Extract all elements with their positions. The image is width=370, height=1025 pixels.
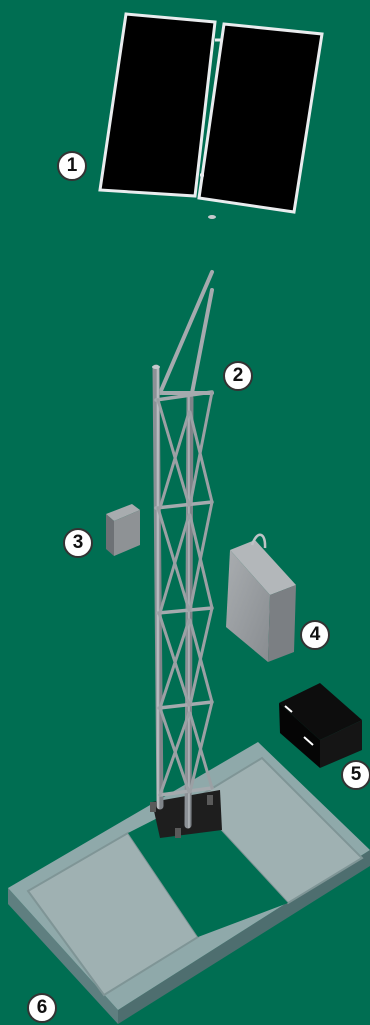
callout-3: 3 [63, 528, 93, 558]
concrete-foundation [8, 742, 370, 1024]
callout-6: 6 [27, 993, 57, 1023]
callout-4: 4 [300, 620, 330, 650]
electrical-cabinet [226, 533, 296, 662]
callout-5: 5 [341, 760, 370, 790]
solar-panel [98, 12, 324, 214]
small-enclosure [106, 504, 140, 556]
callout-2: 2 [223, 361, 253, 391]
lattice-mast [152, 214, 216, 829]
callout-1: 1 [57, 151, 87, 181]
battery-box [279, 683, 362, 768]
